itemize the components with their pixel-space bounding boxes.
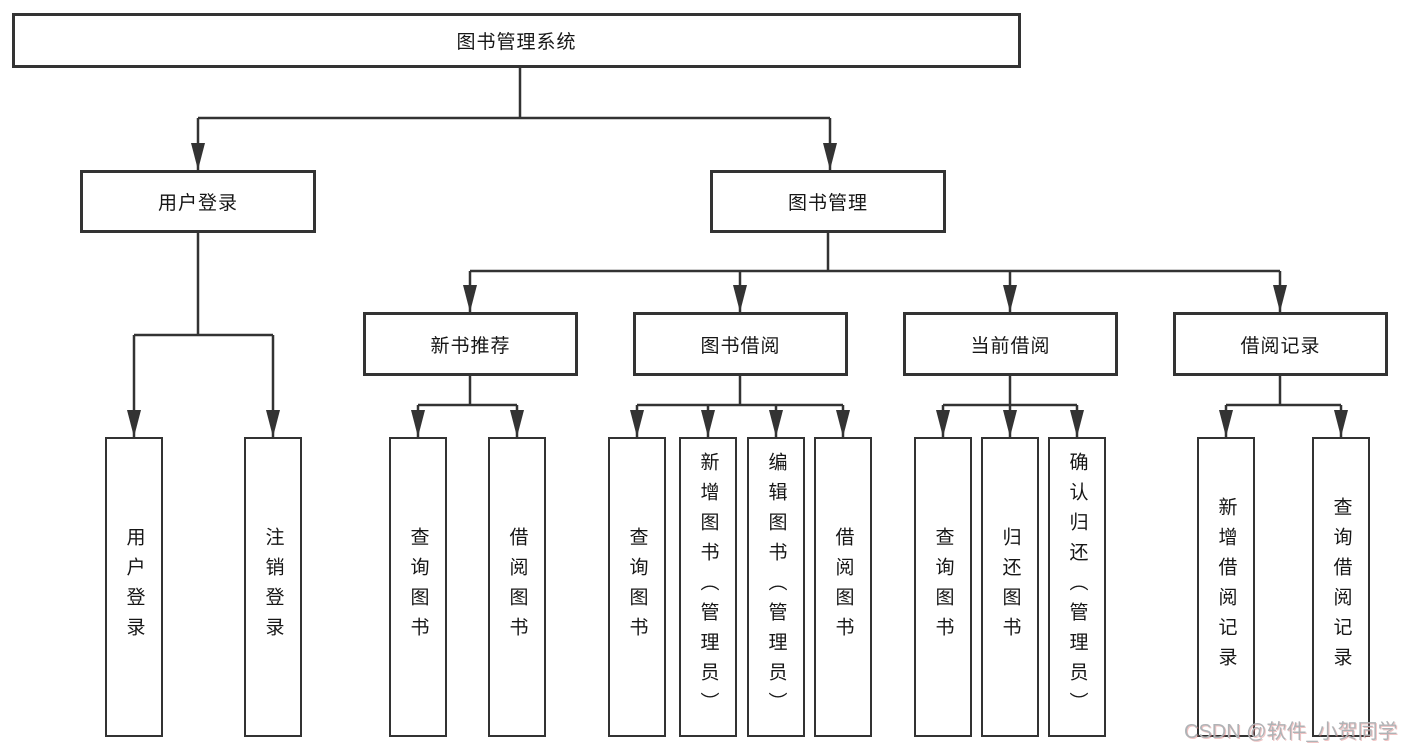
connector-path [132,68,1343,437]
arrow-down-icon [823,143,837,170]
leaf-query-borrow-record: 查询借阅记录 [1312,437,1370,737]
node-book-borrowing: 图书借阅 [633,312,848,376]
leaf-query-books-recommend: 查询图书 [389,437,447,737]
node-label: 图书借阅 [700,335,781,357]
arrow-down-icon [463,285,477,312]
leaf-label: 新增图书（管理员） [697,452,719,722]
leaf-label: 注销登录 [262,527,284,647]
arrow-down-icon [510,410,524,437]
node-label: 用户登录 [157,193,238,214]
leaf-borrow-books-recommend: 借阅图书 [488,437,546,737]
leaf-user-login: 用户登录 [105,437,163,737]
leaf-return-books: 归还图书 [981,437,1039,737]
node-label: 当前借阅 [970,335,1051,357]
arrow-down-icon [630,410,644,437]
arrow-down-icon [127,410,141,437]
leaf-label: 借阅图书 [832,527,854,647]
leaf-edit-books-admin: 编辑图书（管理员） [747,437,805,737]
leaf-query-books-borrow: 查询图书 [608,437,666,737]
arrow-down-icon [1070,410,1084,437]
arrow-down-icon [191,143,205,170]
arrow-down-icon [1334,410,1348,437]
node-new-book-recommendation: 新书推荐 [363,312,578,376]
leaf-label: 借阅图书 [506,527,528,647]
leaf-label: 用户登录 [123,527,145,647]
leaf-label: 查询图书 [932,527,954,647]
arrow-down-icon [1003,285,1017,312]
node-label: 图书管理系统 [456,32,577,53]
node-label: 借阅记录 [1240,335,1321,357]
leaf-confirm-return-admin: 确认归还（管理员） [1048,437,1106,737]
arrow-down-icon [836,410,850,437]
leaf-label: 查询图书 [407,527,429,647]
node-current-borrowing: 当前借阅 [903,312,1118,376]
leaf-label: 编辑图书（管理员） [765,452,787,722]
arrow-down-icon [1003,410,1017,437]
arrow-down-icon [701,410,715,437]
leaf-logout: 注销登录 [244,437,302,737]
node-label: 新书推荐 [430,335,511,357]
leaf-label: 归还图书 [999,527,1021,647]
leaf-label: 确认归还（管理员） [1066,452,1088,722]
leaf-label: 新增借阅记录 [1215,497,1237,677]
leaf-borrow-books: 借阅图书 [814,437,872,737]
node-book-management: 图书管理 [710,170,946,233]
arrow-down-icon [733,285,747,312]
leaf-query-books-current: 查询图书 [914,437,972,737]
leaf-label: 查询借阅记录 [1330,497,1352,677]
arrow-down-icon [769,410,783,437]
arrow-down-icon [1273,285,1287,312]
arrow-down-icon [266,410,280,437]
node-borrowing-records: 借阅记录 [1173,312,1388,376]
leaf-add-borrow-record: 新增借阅记录 [1197,437,1255,737]
node-user-login: 用户登录 [80,170,316,233]
arrow-down-icon [411,410,425,437]
leaf-label: 查询图书 [626,527,648,647]
arrow-down-icon [1219,410,1233,437]
arrow-down-icon [936,410,950,437]
node-label: 图书管理 [787,193,868,214]
watermark: CSDN @软件_小贺同学 [1184,721,1398,743]
leaf-add-books-admin: 新增图书（管理员） [679,437,737,737]
arrowhead-group [127,143,1348,437]
node-library-management-system: 图书管理系统 [12,13,1021,68]
